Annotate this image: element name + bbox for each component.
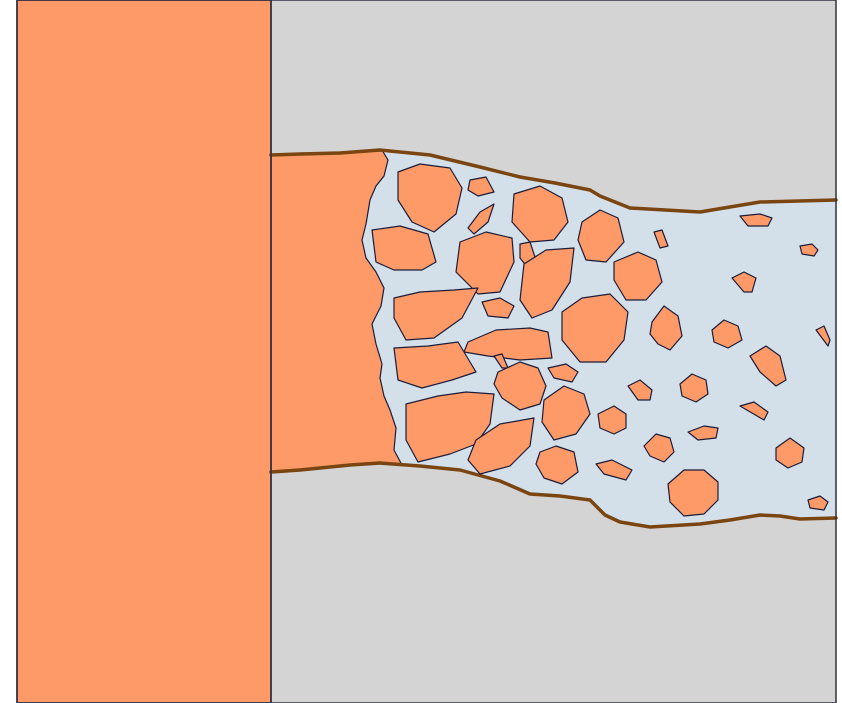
solid-block [17, 0, 271, 703]
